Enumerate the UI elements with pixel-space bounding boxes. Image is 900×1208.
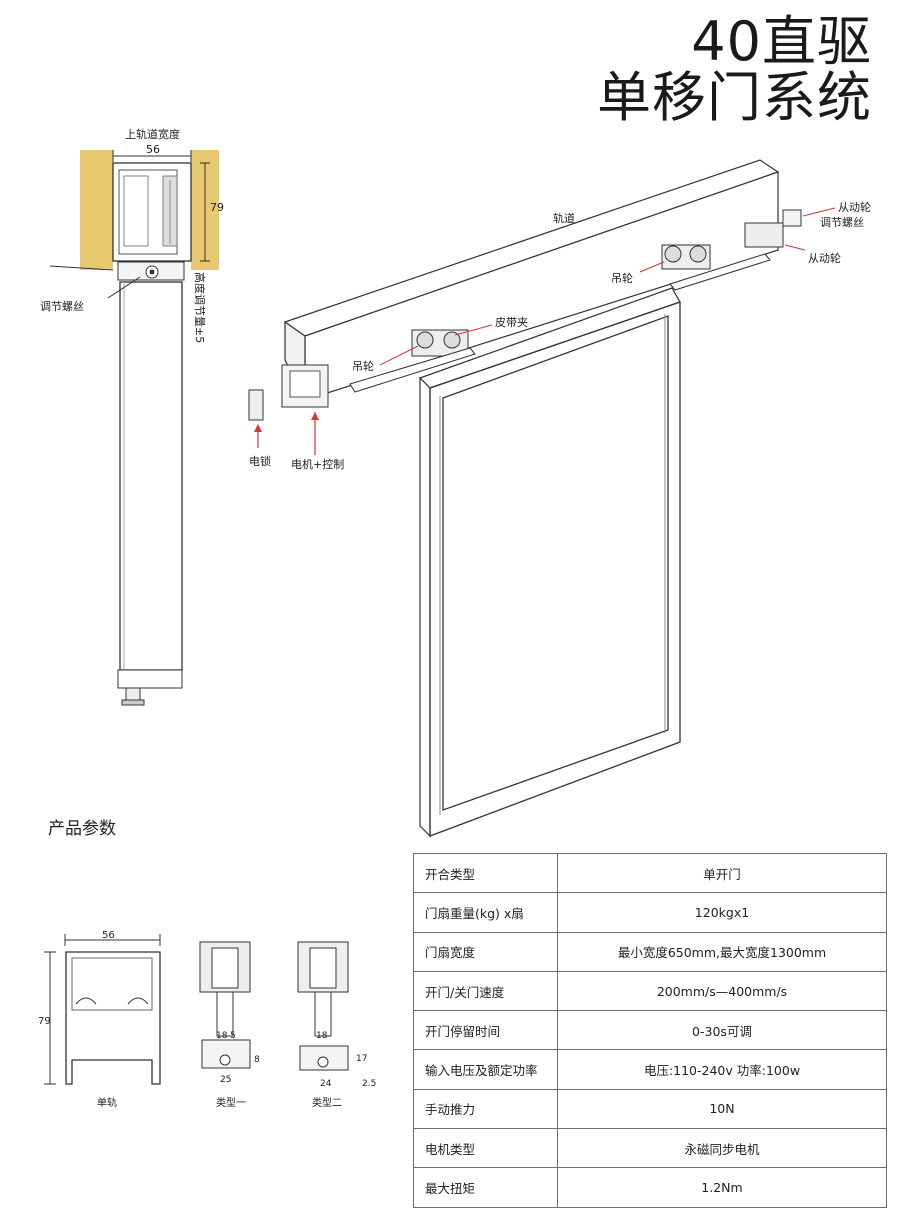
param-key: 开门停留时间 bbox=[413, 1010, 558, 1051]
driven-wheel-label: 从动轮 bbox=[838, 200, 871, 214]
param-key: 门扇宽度 bbox=[413, 931, 558, 972]
type2-label: 类型二 bbox=[312, 1096, 342, 1109]
param-key: 最大扭矩 bbox=[413, 1167, 558, 1208]
param-value: 10N bbox=[557, 1088, 887, 1130]
width-dimension: 56 bbox=[146, 143, 160, 156]
param-value: 电压:110-240v 功率:100w bbox=[557, 1049, 887, 1090]
table-row: 输入电压及额定功率电压:110-240v 功率:100w bbox=[413, 1049, 887, 1090]
type2-dim2: 17 bbox=[356, 1054, 367, 1064]
lock-label: 电锁 bbox=[249, 454, 271, 468]
param-value: 1.2Nm bbox=[557, 1167, 887, 1208]
belt-clamp-label: 皮带夹 bbox=[495, 316, 528, 329]
type1-dim3: 8 bbox=[254, 1055, 260, 1065]
rail-width-dim: 56 bbox=[102, 930, 115, 941]
param-value: 0-30s可调 bbox=[557, 1010, 887, 1051]
type1-dim1: 18 bbox=[216, 1031, 228, 1041]
height-adjust-label: 高度调节量±5 bbox=[193, 272, 207, 343]
param-value: 单开门 bbox=[557, 852, 887, 894]
type1-dim4: 25 bbox=[220, 1075, 231, 1085]
param-key: 电机类型 bbox=[413, 1128, 558, 1169]
profiles-drawing: 56 79 单轨 18 5 8 25 类型一 18 17 24 2.5 类型二 bbox=[38, 930, 376, 1109]
motor-label: 电机+控制 bbox=[291, 457, 344, 471]
param-value: 永磁同步电机 bbox=[557, 1128, 887, 1169]
table-row: 开合类型单开门 bbox=[413, 852, 887, 894]
type1-label: 类型一 bbox=[216, 1096, 246, 1109]
hanger-right-label: 吊轮 bbox=[611, 271, 633, 285]
table-row: 门扇宽度最小宽度650mm,最大宽度1300mm bbox=[413, 931, 887, 972]
adjust-screw-label: 调节螺丝 bbox=[40, 300, 84, 313]
type2-dim4: 2.5 bbox=[362, 1079, 376, 1089]
type1-dim2: 5 bbox=[230, 1031, 236, 1041]
top-rail-width-label: 上轨道宽度 bbox=[125, 127, 180, 141]
param-key: 手动推力 bbox=[413, 1088, 558, 1130]
height-dimension: 79 bbox=[210, 201, 224, 214]
param-key: 开合类型 bbox=[413, 852, 558, 894]
param-key: 门扇重量(kg) x扇 bbox=[413, 892, 558, 933]
param-key: 开门/关门速度 bbox=[413, 970, 558, 1012]
hanger-left-label: 吊轮 bbox=[352, 359, 374, 373]
track-label: 轨道 bbox=[553, 211, 575, 225]
ceiling-block-left bbox=[80, 150, 113, 270]
driven-wheel-label-2: 从动轮 bbox=[808, 251, 841, 265]
table-row: 电机类型永磁同步电机 bbox=[413, 1128, 887, 1169]
param-value: 最小宽度650mm,最大宽度1300mm bbox=[557, 931, 887, 972]
param-value: 200mm/s—400mm/s bbox=[557, 970, 887, 1012]
type2-dim3: 24 bbox=[320, 1079, 332, 1089]
title-line-1: 40直驱 bbox=[691, 10, 872, 73]
params-section-title: 产品参数 bbox=[48, 819, 116, 839]
driven-adjust-screw-label: 调节螺丝 bbox=[820, 216, 864, 229]
param-value: 120kgx1 bbox=[557, 892, 887, 933]
param-key: 输入电压及额定功率 bbox=[413, 1049, 558, 1090]
rail-height-dim: 79 bbox=[38, 1016, 51, 1027]
title-line-2: 单移门系统 bbox=[597, 66, 872, 129]
rail-label: 单轨 bbox=[97, 1096, 117, 1109]
type2-dim1: 18 bbox=[316, 1031, 328, 1041]
